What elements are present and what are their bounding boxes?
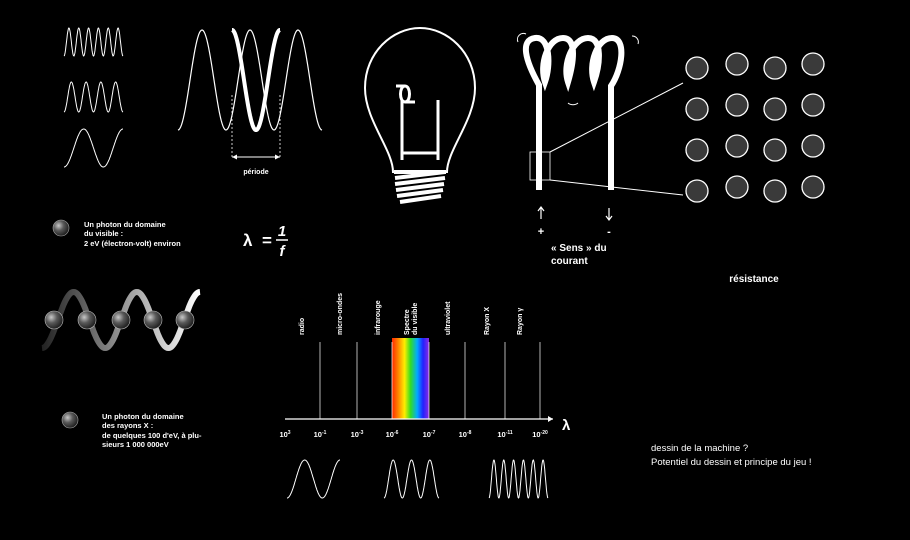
atom <box>801 52 825 76</box>
atom <box>801 93 825 117</box>
spectrum-band-label: Spectredu visible <box>404 303 419 335</box>
resistance-atom-grid <box>685 52 825 203</box>
current-direction-label-line2: courant <box>551 256 588 267</box>
spectrum-tick-label: 10-8 <box>459 430 472 439</box>
period-label: période <box>243 169 268 176</box>
atom <box>801 175 825 199</box>
atom <box>763 179 787 203</box>
photon-visible-caption: Un photon du domaine du visible : 2 eV (… <box>84 220 181 248</box>
spectrum-tick-label: 10-6 <box>386 430 399 439</box>
atom <box>725 134 749 158</box>
minus-terminal-label: - <box>607 226 611 238</box>
spectrum-tick-label: 10-1 <box>314 430 327 439</box>
electromagnetic-spectrum-diagram: λ 103 radio 10-1 micro-ondes 10-3 infrarouge 1… <box>279 293 571 499</box>
formula-equals: = <box>262 231 272 250</box>
atom <box>763 138 787 162</box>
current-direction-label-line1: « Sens » du <box>551 243 607 254</box>
spectrum-band-label: radio <box>299 318 306 335</box>
spectrum-tick-label: 10-7 <box>423 430 436 439</box>
spectrum-axis-lambda: λ <box>562 417 571 434</box>
atom <box>685 97 709 121</box>
atom <box>763 97 787 121</box>
spectrum-band-label: ultraviolet <box>445 301 452 335</box>
plus-terminal-label: + <box>538 226 544 238</box>
period-wave-diagram: période <box>177 28 323 176</box>
photon-visible-sphere <box>52 219 70 237</box>
spectrum-sample-wave-3 <box>488 459 549 499</box>
down-arrow-icon <box>605 208 613 221</box>
atom <box>801 134 825 158</box>
resistance-label: résistance <box>729 274 779 285</box>
formula-denominator: f <box>280 243 287 260</box>
photon-wave-diagram <box>41 288 201 352</box>
atom <box>685 179 709 203</box>
photon-sphere <box>111 310 131 330</box>
note-line1: dessin de la machine ? <box>651 443 748 454</box>
photon-xray-caption: Un photon du domaine des rayons X : de q… <box>102 412 204 449</box>
formula-lambda: λ <box>243 231 253 250</box>
spectrum-sample-wave-2 <box>383 459 440 499</box>
atom <box>763 56 787 80</box>
photon-sphere <box>77 310 97 330</box>
spectrum-tick-label: 10-11 <box>497 430 513 439</box>
atom <box>725 52 749 76</box>
atom <box>685 56 709 80</box>
sample-wave-1 <box>63 27 124 57</box>
spectrum-tick-label: 10-3 <box>351 430 364 439</box>
sample-wave-3 <box>64 128 123 168</box>
visible-spectrum-band <box>392 338 429 419</box>
spectrum-tick-label: 103 <box>279 430 290 439</box>
spectrum-band-label: micro-ondes <box>337 293 344 335</box>
spectrum-band-label: infrarouge <box>375 300 382 335</box>
atom <box>725 175 749 199</box>
spectrum-band-label: Rayon γ <box>517 308 524 335</box>
photon-sphere <box>175 310 195 330</box>
up-arrow-icon <box>537 206 545 219</box>
wave-frequency-examples <box>63 27 124 168</box>
spectrum-sample-wave-1 <box>287 459 340 499</box>
formula-numerator: 1 <box>278 223 286 240</box>
atom <box>685 138 709 162</box>
coil-filament-diagram <box>516 32 684 221</box>
photon-sphere <box>44 310 64 330</box>
light-bulb-icon <box>363 26 477 204</box>
photon-sphere <box>143 310 163 330</box>
photon-xray-sphere <box>61 411 79 429</box>
atom <box>725 93 749 117</box>
spectrum-band-label: Rayon X <box>484 307 491 335</box>
spectrum-tick-label: 10-20 <box>532 430 548 439</box>
sample-wave-2 <box>63 81 124 113</box>
note-line2: Potentiel du dessin et principe du jeu ! <box>651 457 812 468</box>
wavelength-formula: λ = 1 f <box>243 223 288 260</box>
